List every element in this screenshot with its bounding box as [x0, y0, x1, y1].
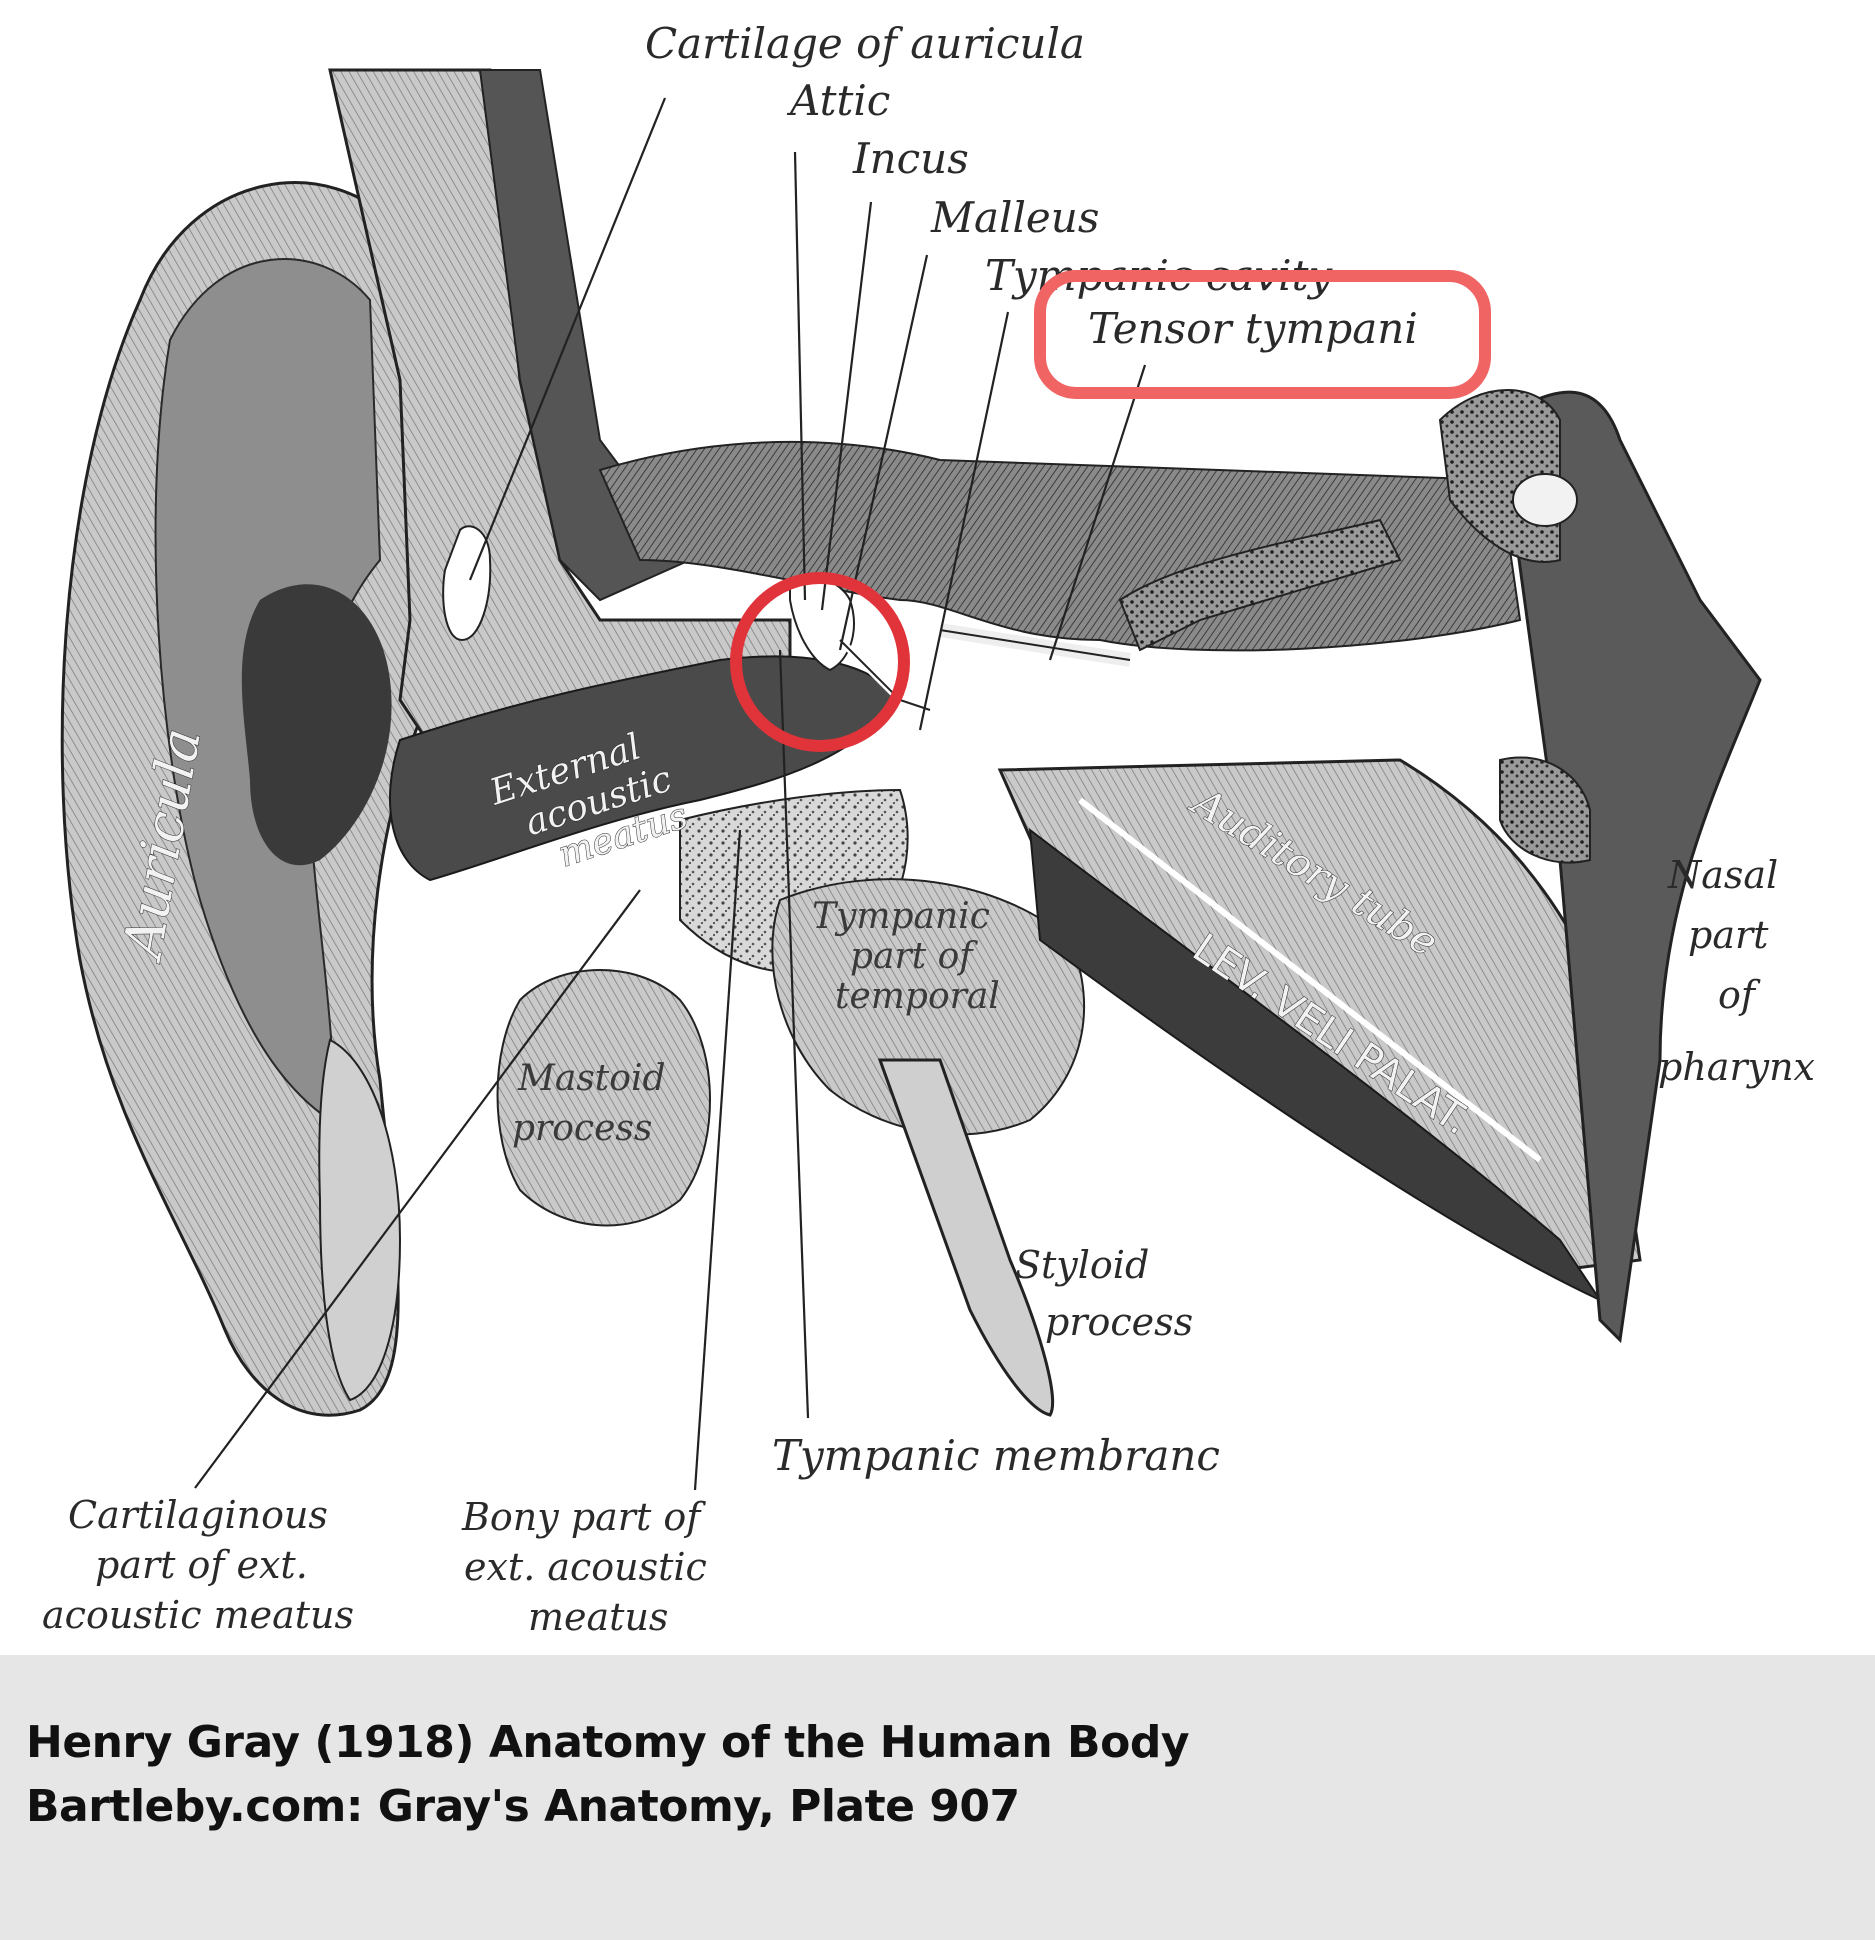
leader-lines — [194, 97, 1147, 1491]
label-bony-part: Bony part of ext. acoustic meatus — [461, 1495, 707, 1639]
label-cartilaginous-line-2: part of ext. — [95, 1543, 308, 1587]
leader-cartilaginous-part — [194, 889, 641, 1489]
label-external-acoustic-meatus: External acoustic meatus — [484, 726, 694, 876]
label-bony-line-2: ext. acoustic — [464, 1545, 707, 1589]
label-incus: Incus — [852, 134, 969, 183]
label-malleus: Malleus — [930, 193, 1099, 242]
leader-tympanic-cavity — [918, 311, 1010, 731]
label-nasal-line-2: part — [1688, 913, 1769, 957]
label-nasal-line-3: of — [1718, 973, 1761, 1017]
leader-bony-part — [693, 829, 742, 1491]
ear-anatomy-diagram: Cartilage of auricula Attic Incus Malleu… — [42, 19, 1815, 1639]
leader-cartilage-auricula — [468, 97, 667, 581]
label-cartilaginous-part: Cartilaginous part of ext. acoustic meat… — [42, 1493, 354, 1637]
label-cartilaginous-line-1: Cartilaginous — [68, 1493, 328, 1537]
caption-bar: Henry Gray (1918) Anatomy of the Human B… — [0, 1655, 1875, 1940]
leader-incus — [820, 201, 873, 611]
label-nasal-line-1: Nasal — [1667, 853, 1778, 897]
leader-tensor-tympani — [1048, 364, 1147, 661]
label-mastoid-process: Mastoid process — [512, 1058, 666, 1149]
label-tensor-tympani: Tensor tympani — [1088, 304, 1418, 353]
label-mastoid-line-1: Mastoid — [517, 1058, 666, 1099]
styloid-process-drawing — [877, 1058, 1055, 1417]
label-cartilage-of-auricula: Cartilage of auricula — [645, 19, 1085, 68]
anatomy-figure: Cartilage of auricula Attic Incus Malleu… — [42, 19, 1815, 1639]
label-styloid-line-1: Styloid — [1015, 1243, 1149, 1287]
auditory-tube-drawing — [997, 758, 1642, 1303]
label-tympanic-part-line-1: Tympanic — [812, 896, 990, 937]
label-styloid-process: Styloid process — [1015, 1243, 1193, 1344]
leader-tympanic-membrane — [778, 649, 810, 1419]
label-nasal-line-4: pharynx — [1658, 1045, 1815, 1089]
middle-ear-highlight-circle — [730, 572, 910, 752]
label-tympanic-membrane: Tympanic membranc — [772, 1431, 1220, 1480]
tensor-tympani-highlight-box — [1034, 270, 1491, 399]
label-tympanic-part-line-2: part of — [850, 936, 978, 977]
label-cartilaginous-line-3: acoustic meatus — [42, 1593, 354, 1637]
label-bony-line-3: meatus — [528, 1595, 668, 1639]
auricle-drawing — [60, 181, 432, 1417]
caption-line-2: Bartleby.com: Gray's Anatomy, Plate 907 — [26, 1781, 1020, 1832]
caption-line-1: Henry Gray (1918) Anatomy of the Human B… — [26, 1717, 1190, 1768]
pharynx-drawing — [1118, 389, 1762, 1344]
label-bony-line-1: Bony part of — [461, 1495, 706, 1539]
label-nasal-part-of-pharynx: Nasal part of pharynx — [1658, 853, 1815, 1089]
label-tympanic-part-line-3: temporal — [835, 976, 1000, 1017]
label-styloid-line-2: process — [1045, 1300, 1193, 1344]
temporal-bone-drawing — [496, 440, 1522, 1227]
label-mastoid-line-2: process — [512, 1108, 652, 1149]
label-tympanic-part-of-temporal: Tympanic part of temporal — [812, 896, 1000, 1017]
label-attic: Attic — [786, 76, 890, 125]
leader-attic — [793, 151, 807, 601]
